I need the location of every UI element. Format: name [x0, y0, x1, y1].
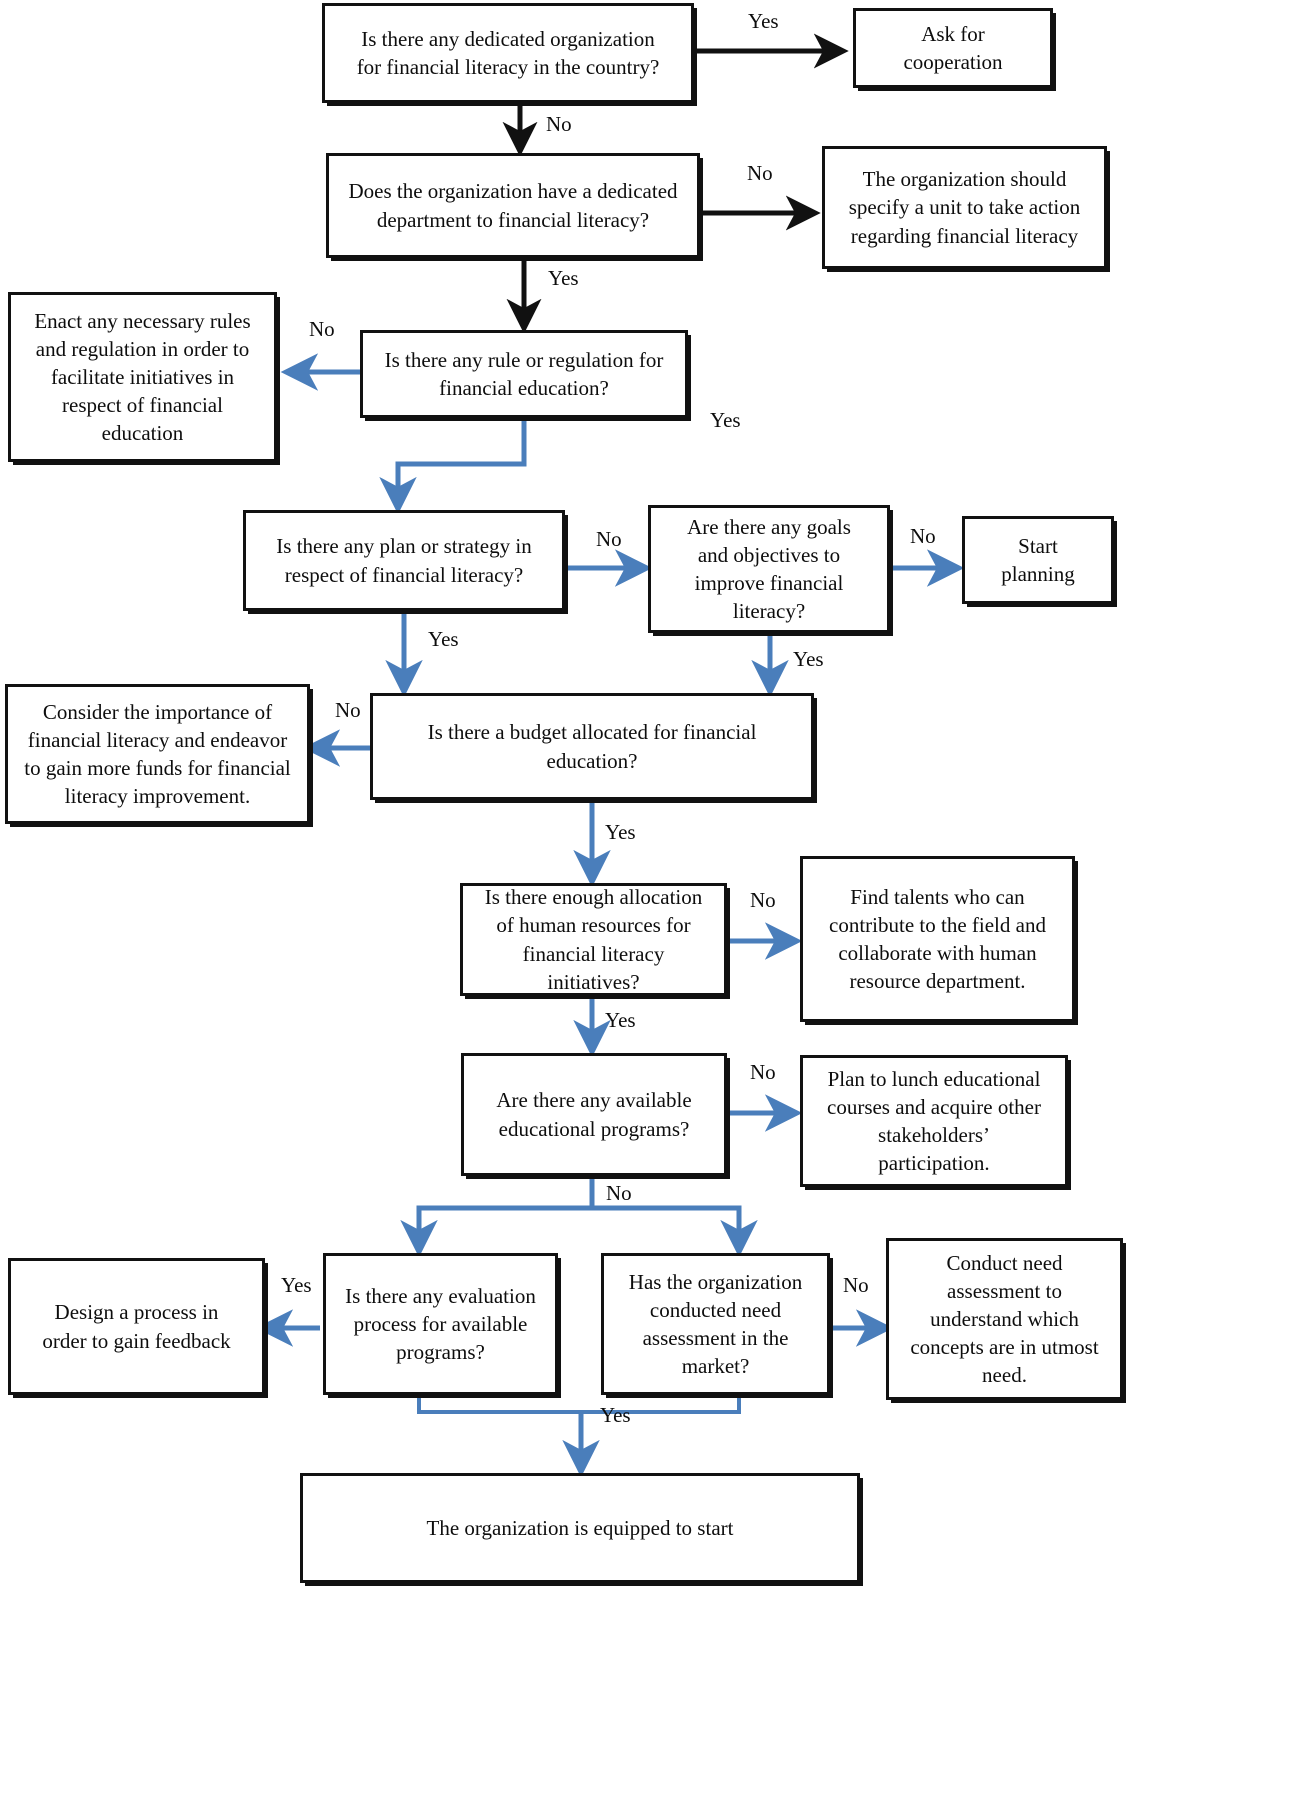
node-label: Is there any evaluation process for avai… — [345, 1283, 536, 1365]
node-q-budget[interactable]: Is there a budget allocated for financia… — [370, 693, 814, 800]
edge-label-yes-merge-equipped: Yes — [600, 1403, 631, 1427]
edge-label-no-goals-startplanning: No — [910, 524, 936, 548]
edge-label-no-evaluation-design: Yes — [281, 1273, 312, 1297]
edge-label-no-budget-consider: No — [335, 698, 361, 722]
node-label: Design a process in order to gain feedba… — [42, 1300, 231, 1353]
edge-label-yes-hr-programs: Yes — [605, 1008, 636, 1032]
node-label: Ask for cooperation — [903, 21, 1003, 74]
node-label: Has the organization conducted need asse… — [628, 1269, 803, 1379]
node-consider-importance[interactable]: Consider the importance of financial lit… — [5, 684, 310, 824]
node-label: The organization is equipped to start — [426, 1515, 734, 1540]
node-start-planning[interactable]: Start planning — [962, 516, 1114, 604]
node-label: Is there a budget allocated for financia… — [427, 720, 757, 773]
node-label: Are there any goals and objectives to im… — [687, 514, 851, 624]
edge-label-no-org-dept: No — [546, 112, 572, 136]
edge-label-yes-org-cooperation: Yes — [748, 9, 779, 33]
node-plan-lunch-courses[interactable]: Plan to lunch educational courses and ac… — [800, 1055, 1068, 1187]
edge-evaluation-yes-merge — [417, 1395, 581, 1414]
node-q-evaluation-process[interactable]: Is there any evaluation process for avai… — [323, 1253, 558, 1395]
node-equipped-to-start[interactable]: The organization is equipped to start — [300, 1473, 860, 1583]
edge-programs-yes-split-right — [592, 1205, 758, 1258]
node-label: Is there enough allocation of human reso… — [484, 885, 703, 994]
node-label: Consider the importance of financial lit… — [24, 699, 291, 809]
node-enact-rules[interactable]: Enact any necessary rules and regulation… — [8, 292, 277, 462]
node-label: The organization should specify a unit t… — [848, 167, 1081, 248]
edge-label-yes-programs-split: No — [606, 1181, 632, 1205]
node-label: Is there any plan or strategy in respect… — [276, 534, 532, 587]
edge-label-yes-dept-rule: Yes — [548, 266, 579, 290]
edge-rule-yes-plan — [379, 418, 527, 515]
node-label: Does the organization have a dedicated d… — [348, 179, 678, 232]
edge-label-yes-rule-plan: Yes — [710, 408, 741, 432]
node-label: Find talents who can contribute to the f… — [829, 884, 1046, 994]
node-find-talents[interactable]: Find talents who can contribute to the f… — [800, 856, 1075, 1022]
edge-label-no-hr-talents: No — [750, 888, 776, 912]
node-label: Conduct need assessment to understand wh… — [910, 1250, 1099, 1388]
node-q-educational-programs[interactable]: Are there any available educational prog… — [461, 1053, 727, 1176]
node-q-goals-objectives[interactable]: Are there any goals and objectives to im… — [648, 505, 890, 633]
node-label: Start planning — [1001, 533, 1075, 586]
node-conduct-need-assessment[interactable]: Conduct need assessment to understand wh… — [886, 1238, 1123, 1400]
node-specify-unit[interactable]: The organization should specify a unit t… — [822, 146, 1107, 269]
edge-label-no-plan-goals: No — [596, 527, 622, 551]
edge-label-no-rule-enact: No — [309, 317, 335, 341]
node-q-rule-regulation[interactable]: Is there any rule or regulation for fina… — [360, 330, 688, 418]
node-q-dedicated-dept[interactable]: Does the organization have a dedicated d… — [326, 153, 700, 258]
node-label: Enact any necessary rules and regulation… — [34, 308, 251, 446]
node-label: Is there any rule or regulation for fina… — [384, 347, 664, 400]
node-label: Are there any available educational prog… — [496, 1088, 692, 1141]
edge-label-yes-budget-hr: Yes — [605, 820, 636, 844]
edge-programs-yes-split — [400, 1176, 595, 1258]
edge-label-yes-goals-budget: Yes — [793, 647, 824, 671]
edge-label-no-dept-specify: No — [747, 161, 773, 185]
node-q-plan-strategy[interactable]: Is there any plan or strategy in respect… — [243, 510, 565, 611]
node-q-human-resources[interactable]: Is there enough allocation of human reso… — [460, 883, 727, 996]
edge-label-no-programs-lunch: No — [750, 1060, 776, 1084]
node-design-process[interactable]: Design a process in order to gain feedba… — [8, 1258, 265, 1395]
edge-label-yes-plan-budget: Yes — [428, 627, 459, 651]
node-label: Plan to lunch educational courses and ac… — [827, 1066, 1041, 1176]
node-ask-cooperation[interactable]: Ask for cooperation — [853, 8, 1053, 88]
node-label: Is there any dedicated organization for … — [356, 26, 660, 79]
node-q-dedicated-org[interactable]: Is there any dedicated organization for … — [322, 3, 694, 103]
edge-label-no-needassessment-conduct: No — [843, 1273, 869, 1297]
node-q-need-assessment[interactable]: Has the organization conducted need asse… — [601, 1253, 830, 1395]
